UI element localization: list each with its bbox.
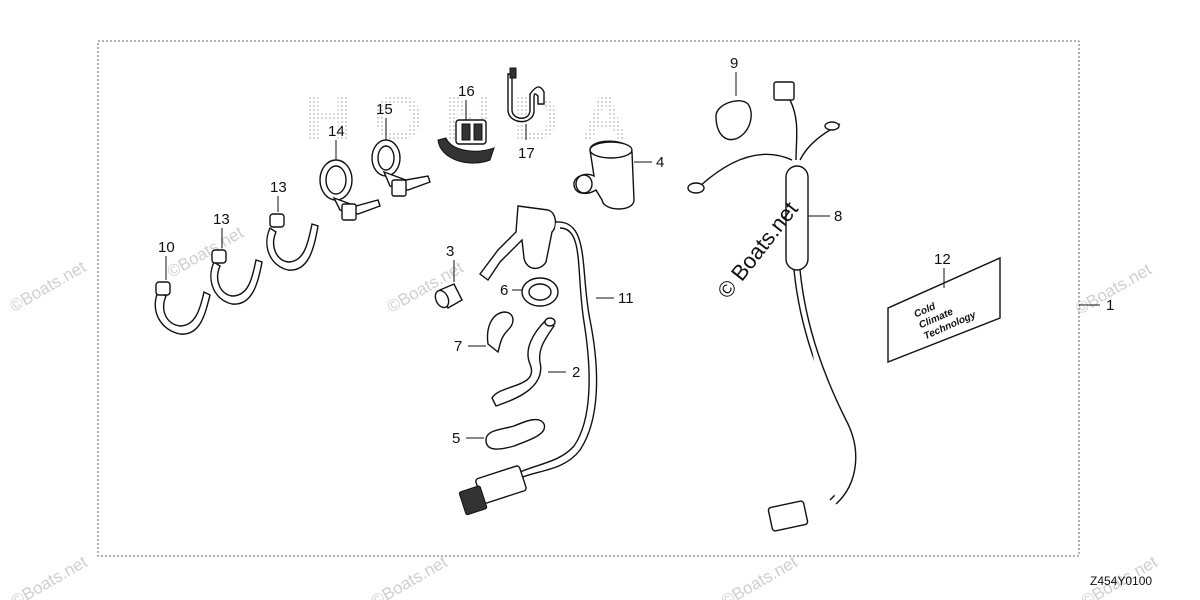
cable-tie-10 [154, 281, 211, 335]
hose-clamp-15 [371, 139, 431, 197]
hose-5 [485, 418, 546, 450]
hose-clamp-14 [319, 159, 381, 221]
wire-harness-8 [687, 81, 857, 532]
cable-tie-13a [210, 249, 263, 305]
wire-clip-16 [437, 119, 495, 164]
terminal-cap-9 [715, 100, 752, 141]
diagram-code: Z454Y0100 [1090, 574, 1152, 588]
part-label-13a: 13 [213, 211, 230, 228]
part-label-6: 6 [500, 282, 508, 299]
grommet-3 [434, 283, 463, 309]
part-label-15: 15 [376, 101, 393, 118]
part-label-8: 8 [834, 208, 842, 225]
part-label-4: 4 [656, 154, 664, 171]
part-label-17: 17 [518, 145, 535, 162]
watermark-bottom-center-right: ©Boats.net [718, 552, 801, 600]
watermark-bottom-center-left: ©Boats.net [368, 552, 451, 600]
part-label-2: 2 [572, 364, 580, 381]
part-label-13b: 13 [270, 179, 287, 196]
part-label-11: 11 [618, 290, 634, 307]
part-label-1: 1 [1106, 297, 1114, 314]
part-label-3: 3 [446, 243, 454, 260]
watermark-inner-left: ©Boats.net [164, 223, 247, 282]
decal-12: Cold Climate Technology [887, 256, 1001, 364]
part-label-5: 5 [452, 430, 460, 447]
part-label-14: 14 [328, 123, 345, 140]
seal-ring-6 [521, 277, 559, 307]
part-label-16: 16 [458, 83, 475, 100]
connector-boot-4 [573, 140, 635, 210]
part-label-12: 12 [934, 251, 951, 268]
cable-tie-13b [266, 213, 319, 271]
part-label-7: 7 [454, 338, 462, 355]
clip-17 [507, 67, 545, 123]
watermark-bottom-left: ©Boats.net [8, 552, 91, 600]
sensor-assembly-11 [458, 205, 598, 516]
hose-7 [486, 311, 514, 354]
part-label-9: 9 [730, 55, 738, 72]
hose-2 [491, 317, 556, 407]
watermark-left: ©Boats.net [7, 257, 90, 316]
part-label-10: 10 [158, 239, 175, 256]
